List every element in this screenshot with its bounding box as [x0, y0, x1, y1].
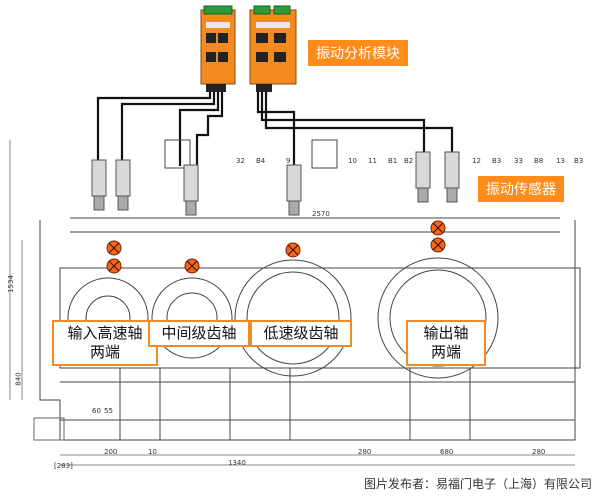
vibration-sensors	[91, 151, 460, 216]
dim-280-a: 280	[358, 448, 372, 456]
top-dim-12: 13	[556, 157, 565, 165]
output-shaft-line-1: 输出轴	[423, 324, 469, 342]
low-speed-shaft-label: 低速级齿轴	[250, 320, 352, 347]
dim-680: 680	[440, 448, 454, 456]
sensor-2	[115, 159, 131, 211]
top-dim-10: 33	[514, 157, 523, 165]
vibration-module-right	[249, 5, 297, 92]
output-shaft-line-2: 两端	[430, 343, 461, 361]
sensor-cables	[96, 92, 454, 166]
marker-6	[430, 237, 446, 253]
dim-280-b: 280	[532, 448, 546, 456]
top-dim-6: B1	[388, 157, 398, 165]
top-dim-7: B2	[404, 157, 414, 165]
dim-1534: 1534	[6, 275, 15, 293]
input-high-speed-shaft-label: 输入高速轴 两端	[52, 320, 158, 366]
measuring-point-markers	[106, 220, 446, 274]
dim-2570: 2570	[312, 210, 330, 218]
gearbox-body	[9, 139, 581, 466]
top-dim-13: B3	[574, 157, 584, 165]
sensor-3	[183, 164, 199, 216]
middle-stage-shaft-label: 中间级齿轴	[148, 320, 250, 347]
marker-2	[106, 258, 122, 274]
marker-1	[106, 240, 122, 256]
dim-1340: 1340	[228, 459, 246, 467]
dim-283: [283]	[54, 462, 73, 470]
dim-840: 840	[14, 372, 23, 386]
dim-200: 200	[104, 448, 118, 456]
input-shaft-line-2: 两端	[89, 343, 120, 361]
vibration-sensor-label: 振动传感器	[478, 176, 564, 202]
dim-10: 10	[148, 448, 157, 456]
sensor-6	[444, 151, 460, 203]
top-dim-4: 10	[348, 157, 357, 165]
marker-3	[184, 258, 200, 274]
dim-60: 60	[92, 407, 101, 415]
dim-55: 55	[104, 407, 113, 415]
input-shaft-line-1: 输入高速轴	[67, 324, 143, 342]
top-dim-9: B3	[492, 157, 502, 165]
top-dim-2: B4	[256, 157, 266, 165]
image-caption: 图片发布者：易福门电子（上海）有限公司	[363, 477, 592, 491]
top-dim-3: 9	[286, 157, 291, 165]
top-dim-1: 32	[236, 157, 245, 165]
marker-4	[285, 242, 301, 258]
sensor-4	[286, 164, 302, 216]
output-shaft-label: 输出轴 两端	[406, 320, 486, 366]
vibration-module-label: 振动分析模块	[308, 40, 408, 66]
marker-5	[430, 220, 446, 236]
top-dim-8: 12	[472, 157, 481, 165]
top-dim-11: B8	[534, 157, 544, 165]
sensor-1	[91, 159, 107, 211]
vibration-module-left	[200, 5, 236, 92]
top-dim-5: 11	[368, 157, 377, 165]
sensor-5	[415, 151, 431, 203]
